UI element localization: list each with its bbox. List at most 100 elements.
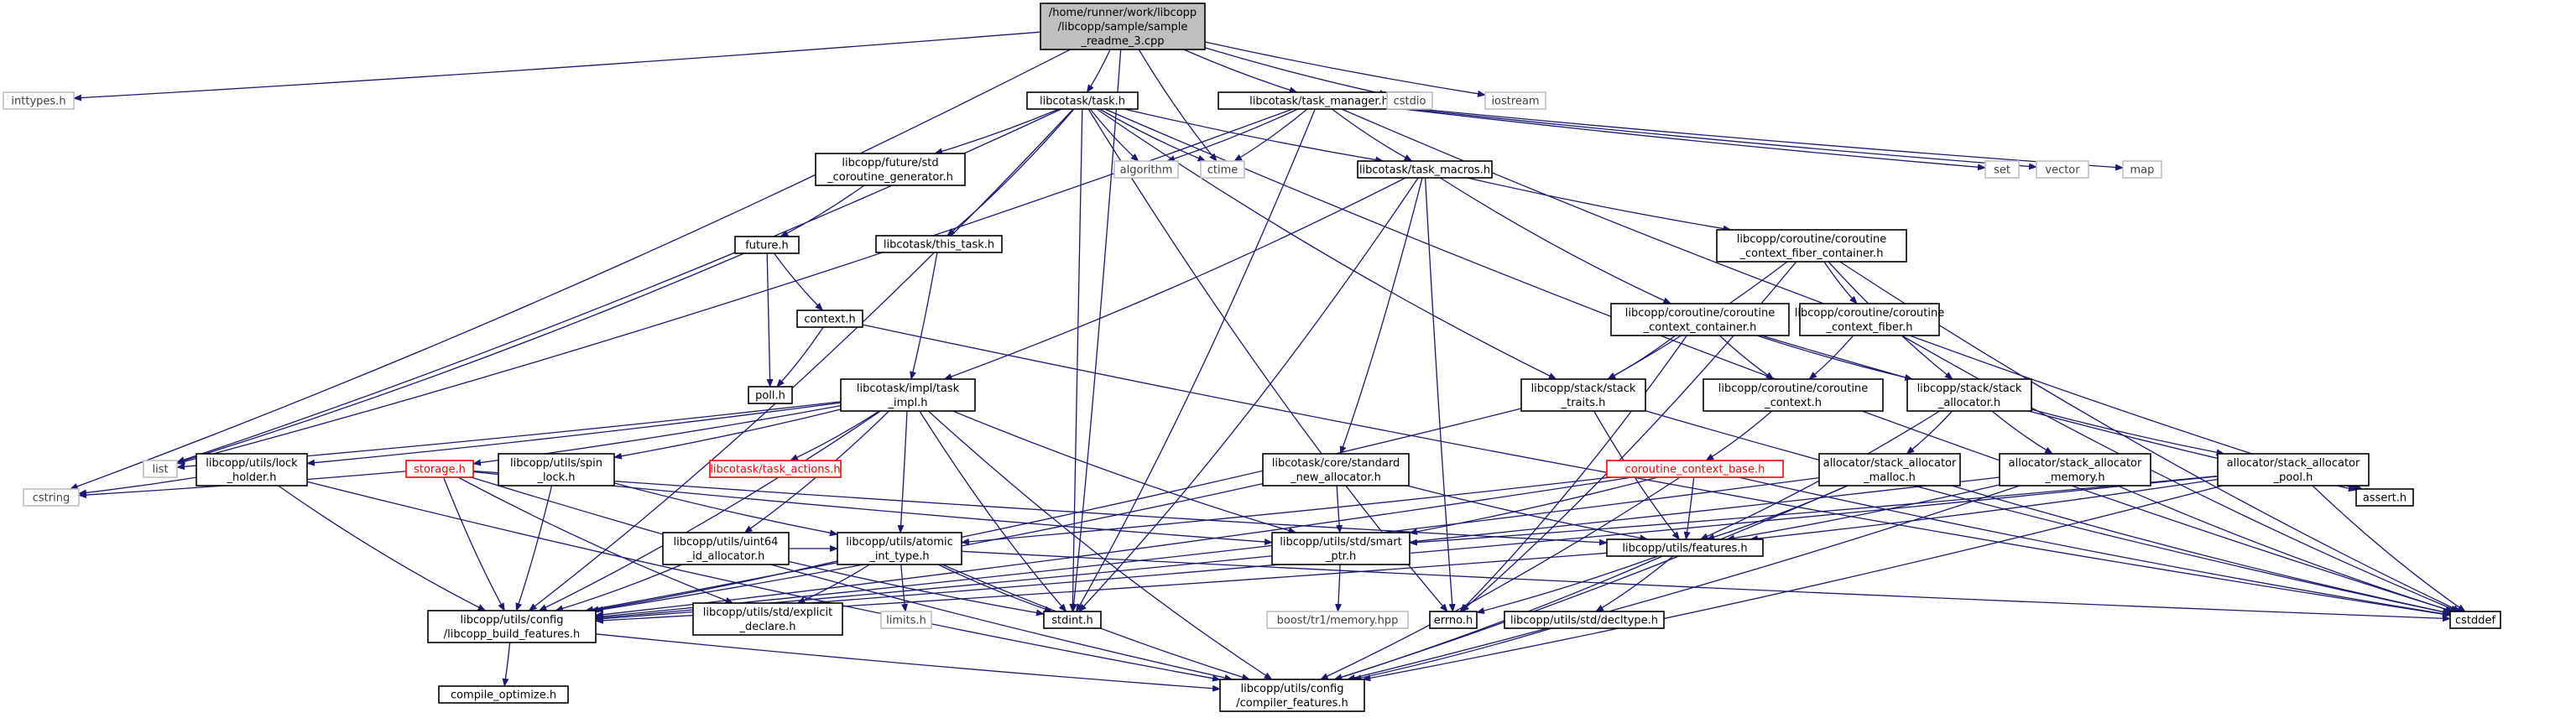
edge-fiber_container-to-context_fiber xyxy=(1823,261,1858,304)
node-decltype[interactable]: libcopp/utils/std/decltype.h xyxy=(1504,611,1665,629)
edge-atomic_int-to-explicit_declare xyxy=(796,564,870,604)
node-box-context_fiber xyxy=(1799,303,1940,336)
node-stdint[interactable]: stdint.h xyxy=(1043,611,1102,629)
node-compile_optimize[interactable]: compile_optimize.h xyxy=(438,685,569,704)
edge-task_macros-to-errno xyxy=(1424,177,1456,612)
node-label-map-0: map xyxy=(2130,164,2155,177)
node-box-this_task xyxy=(875,235,1003,253)
node-context_base[interactable]: coroutine_context_base.h xyxy=(1606,460,1784,478)
node-label-coroutine_generator-0: libcopp/future/std xyxy=(842,157,938,169)
node-label-atomic_int-1: _int_type.h xyxy=(868,550,929,563)
node-box-compiler_features xyxy=(1219,679,1365,712)
node-context_container[interactable]: libcopp/coroutine/coroutine_context_cont… xyxy=(1610,303,1790,336)
edge-context_container-to-stack_traits xyxy=(1607,335,1676,380)
node-task_macros[interactable]: libcotask/task_macros.h xyxy=(1357,160,1493,179)
node-label-set-0: set xyxy=(1994,164,2010,177)
edge-lock_holder-to-cstring xyxy=(78,476,197,497)
node-coroutine_generator[interactable]: libcopp/future/std_coroutine_generator.h xyxy=(815,153,966,186)
node-build_features[interactable]: libcopp/utils/config/libcopp_build_featu… xyxy=(427,610,597,643)
node-label-root-1: /libcopp/sample/sample xyxy=(1058,21,1188,34)
node-explicit_declare[interactable]: libcopp/utils/std/explicit_declare.h xyxy=(692,602,843,636)
edge-root-to-cstring xyxy=(69,49,1071,490)
node-label-fiber_container-1: _context_fiber_container.h xyxy=(1739,247,1883,260)
node-box-cstring xyxy=(23,488,80,507)
node-alloc_malloc[interactable]: allocator/stack_allocator_malloc.h xyxy=(1818,453,1961,486)
node-label-alloc_pool-0: allocator/stack_allocator xyxy=(2227,457,2360,470)
edge-root-to-iostream xyxy=(1204,41,1486,97)
node-box-alloc_malloc xyxy=(1818,453,1961,486)
edge-task-to-this_task xyxy=(946,108,1075,237)
node-vector: vector xyxy=(2036,160,2089,179)
node-label-root-0: /home/runner/work/libcopp xyxy=(1049,7,1197,19)
edge-task_impl-to-atomic_int xyxy=(897,410,908,533)
edge-task_impl-to-task_actions xyxy=(790,410,880,461)
node-cstddef[interactable]: cstddef xyxy=(2449,611,2501,629)
node-box-ctime xyxy=(1200,160,1245,179)
edge-task-to-task_macros xyxy=(1124,108,1384,164)
edge-task-to-stdint xyxy=(1069,108,1083,612)
node-spin_lock[interactable]: libcopp/utils/spin_lock.h xyxy=(498,453,615,486)
node-lock_holder[interactable]: libcopp/utils/lock_holder.h xyxy=(196,453,308,486)
node-box-future xyxy=(734,236,800,254)
node-box-algorithm xyxy=(1113,160,1179,179)
node-this_task[interactable]: libcotask/this_task.h xyxy=(875,235,1003,253)
node-context[interactable]: context.h xyxy=(796,310,863,328)
node-uint64_id[interactable]: libcopp/utils/uint64_id_allocator.h xyxy=(662,532,790,565)
node-task_actions[interactable]: libcotask/task_actions.h xyxy=(709,460,842,478)
edge-stack_allocator-to-alloc_pool xyxy=(2031,408,2225,456)
node-coroutine_context[interactable]: libcopp/coroutine/coroutine_context.h xyxy=(1703,378,1884,412)
node-task[interactable]: libcotask/task.h xyxy=(1026,91,1139,110)
node-context_fiber[interactable]: libcopp/coroutine/coroutine_context_fibe… xyxy=(1795,303,1944,336)
node-features[interactable]: libcopp/utils/features.h xyxy=(1606,538,1764,557)
node-new_allocator[interactable]: libcotask/core/standard_new_allocator.h xyxy=(1262,453,1410,486)
node-label-compiler_features-0: libcopp/utils/config xyxy=(1241,683,1344,695)
edge-stack_allocator-to-alloc_memory xyxy=(1991,410,2053,455)
node-alloc_memory[interactable]: allocator/stack_allocator_memory.h xyxy=(1999,453,2151,486)
node-poll[interactable]: poll.h xyxy=(748,386,793,404)
node-box-context_base xyxy=(1606,460,1784,478)
node-smart_ptr[interactable]: libcopp/utils/std/smart_ptr.h xyxy=(1271,532,1411,565)
node-box-coroutine_generator xyxy=(815,153,966,186)
node-compiler_features[interactable]: libcopp/utils/config/compiler_features.h xyxy=(1219,679,1365,712)
edge-task_macros-to-context_container xyxy=(1439,177,1672,304)
node-cstring: cstring xyxy=(23,488,80,507)
node-fiber_container[interactable]: libcopp/coroutine/coroutine_context_fibe… xyxy=(1716,229,1907,263)
node-label-cstddef-0: cstddef xyxy=(2455,615,2496,627)
node-box-boost_memory xyxy=(1266,611,1409,629)
edge-task_manager-to-task_macros xyxy=(1332,108,1413,162)
node-label-root-2: _readme_3.cpp xyxy=(1081,35,1165,48)
edge-task-to-ctime xyxy=(1099,108,1207,162)
node-label-alloc_malloc-0: allocator/stack_allocator xyxy=(1823,457,1957,470)
node-label-stack_traits-0: libcopp/stack/stack xyxy=(1531,382,1636,395)
node-stack_traits[interactable]: libcopp/stack/stack_traits.h xyxy=(1520,378,1646,412)
node-errno[interactable]: errno.h xyxy=(1429,611,1478,629)
edge-new_allocator-to-smart_ptr xyxy=(1336,485,1343,533)
node-assert[interactable]: assert.h xyxy=(2355,488,2414,507)
node-label-context-0: context.h xyxy=(804,314,855,326)
node-box-task_actions xyxy=(709,460,842,478)
node-label-decltype-0: libcopp/utils/std/decltype.h xyxy=(1510,615,1658,627)
edge-root-to-ctime xyxy=(1138,49,1218,162)
node-atomic_int[interactable]: libcopp/utils/atomic_int_type.h xyxy=(837,532,962,565)
edge-alloc_pool-to-features xyxy=(1749,478,2219,543)
node-label-context_container-1: _context_container.h xyxy=(1643,321,1757,334)
edge-build_features-to-compiler_features xyxy=(595,633,1221,692)
node-label-build_features-1: /libcopp_build_features.h xyxy=(444,628,581,641)
node-label-task_actions-0: libcotask/task_actions.h xyxy=(710,464,840,476)
node-stack_allocator[interactable]: libcopp/stack/stack_allocator.h xyxy=(1906,378,2032,412)
node-storage[interactable]: storage.h xyxy=(405,460,474,478)
edge-storage-to-features xyxy=(472,470,1608,546)
edge-coroutine_generator-to-future xyxy=(780,185,865,237)
node-task_manager[interactable]: libcotask/task_manager.h xyxy=(1218,91,1421,110)
node-alloc_pool[interactable]: allocator/stack_allocator_pool.h xyxy=(2217,453,2370,486)
node-label-spin_lock-1: _lock.h xyxy=(536,471,575,484)
node-box-cstdio xyxy=(1386,91,1433,110)
node-box-features xyxy=(1606,538,1764,557)
node-label-task-0: libcotask/task.h xyxy=(1040,96,1125,108)
edge-task_impl-to-stdint xyxy=(919,410,1067,612)
node-label-alloc_memory-1: _memory.h xyxy=(2044,471,2104,484)
node-root[interactable]: /home/runner/work/libcopp/libcopp/sample… xyxy=(1040,3,1206,50)
node-future[interactable]: future.h xyxy=(734,236,800,254)
node-task_impl[interactable]: libcotask/impl/task_impl.h xyxy=(840,378,976,412)
